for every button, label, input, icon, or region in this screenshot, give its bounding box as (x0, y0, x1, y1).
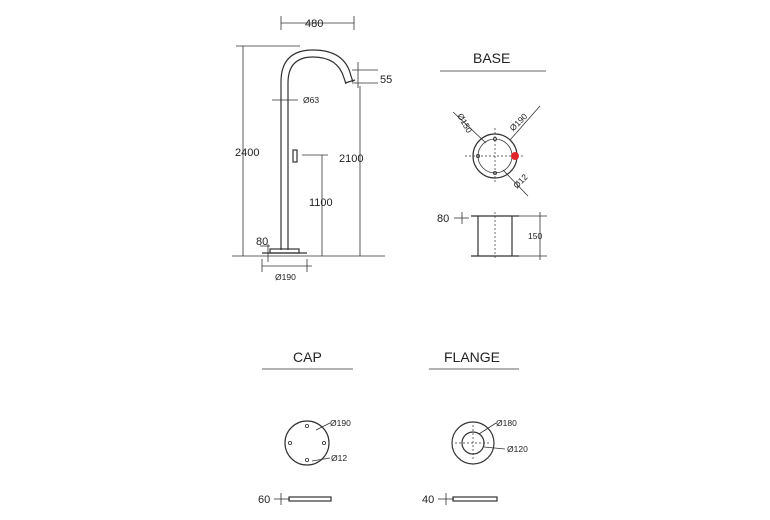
dim-spout-height: 2100 (339, 153, 363, 165)
base-plate-dim: 80 (437, 213, 449, 225)
base-accent-hole (511, 152, 519, 160)
dim-base-dia: Ø190 (275, 272, 296, 282)
dim-outlet: 55 (380, 74, 392, 86)
base-height-dim: 150 (528, 231, 542, 241)
cap-title: CAP (293, 349, 322, 365)
flange-inner-dia: Ø120 (507, 444, 528, 454)
base-hole-dia: Ø12 (511, 172, 530, 191)
base-view: BASE Ø150 Ø190 Ø12 8 (437, 50, 547, 260)
base-title: BASE (473, 50, 510, 66)
flange-thickness: 40 (422, 494, 434, 506)
dim-total-height: 2400 (235, 147, 259, 159)
main-elevation-view: 480 55 Ø63 2400 2100 1100 80 Ø190 (232, 16, 392, 282)
base-side-section (471, 212, 519, 260)
flange-title: FLANGE (444, 349, 500, 365)
base-plan (465, 128, 525, 184)
dim-pipe-dia: Ø63 (303, 95, 319, 105)
base-inner-dia: Ø150 (455, 112, 474, 135)
shower-column (262, 49, 356, 254)
flange-outer-dia: Ø180 (496, 418, 517, 428)
cap-view: CAP Ø190 Ø12 60 (258, 349, 353, 506)
cap-dia: Ø190 (330, 418, 351, 428)
dim-width: 480 (305, 18, 323, 30)
dim-base-height: 80 (256, 236, 268, 248)
dim-handle-height: 1100 (309, 197, 333, 209)
cap-plan (284, 420, 330, 466)
cap-thickness: 60 (258, 494, 270, 506)
flange-view: FLANGE Ø180 Ø120 40 (422, 349, 528, 506)
flange-plan (451, 421, 495, 465)
cap-hole-dia: Ø12 (331, 453, 347, 463)
